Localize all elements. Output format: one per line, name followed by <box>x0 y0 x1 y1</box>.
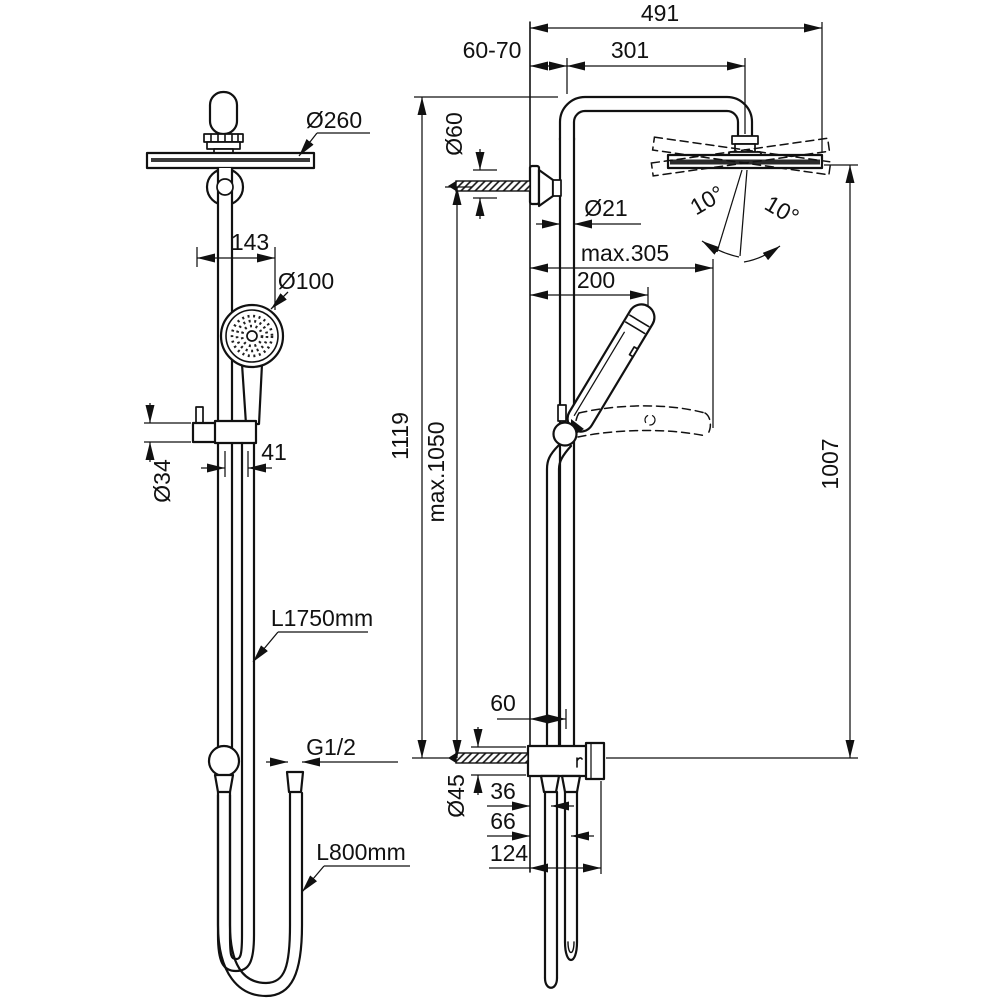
front-dimensions: Ø260 143 Ø100 Ø34 41 L1750mm G1/2 L800mm <box>144 107 410 893</box>
dim-G12: G1/2 <box>306 734 356 760</box>
knurl-ticks <box>210 133 239 143</box>
dim-124: 124 <box>490 840 529 866</box>
tilt-indicator <box>701 169 781 263</box>
side-hose-loop <box>563 790 579 962</box>
dim-66: 66 <box>490 808 516 834</box>
dim-60-70: 60-70 <box>463 37 522 63</box>
outlet-cone <box>213 773 235 794</box>
bracket-rosette <box>528 164 541 206</box>
hand-shower-dashed <box>574 405 712 438</box>
dim-1007: 1007 <box>817 438 843 489</box>
dim-60: 60 <box>490 690 516 716</box>
valve-fitting-1 <box>539 774 561 794</box>
nozzle-rings <box>230 314 274 358</box>
dim-dia100: Ø100 <box>278 268 334 294</box>
slider-pin <box>195 406 204 424</box>
valve-knob <box>584 741 606 781</box>
top-knob <box>208 90 239 136</box>
dim-dia60: Ø60 <box>441 112 467 155</box>
valve-fitting-2 <box>560 774 582 794</box>
hose-L1750 <box>216 441 256 973</box>
wall-screw-top <box>455 180 531 192</box>
g12-cone-fitting <box>285 770 305 794</box>
dim-10deg-left: 10° <box>685 180 728 220</box>
dim-dia45: Ø45 <box>443 774 469 817</box>
dim-1119: 1119 <box>387 412 413 460</box>
dim-143: 143 <box>231 229 269 255</box>
head-tilt-down <box>651 136 832 176</box>
plate-spray-band <box>151 158 310 162</box>
dim-max1050: max.1050 <box>423 421 449 522</box>
dim-max305: max.305 <box>581 240 669 266</box>
side-hose-down <box>545 443 573 748</box>
dim-L800: L800mm <box>316 839 405 865</box>
bracket-clamp <box>552 179 562 197</box>
outlet-ball <box>207 744 241 778</box>
holder-pin <box>557 404 567 422</box>
dim-dia260: Ø260 <box>306 107 362 133</box>
head-tilt-up <box>650 137 831 177</box>
dim-491: 491 <box>641 0 679 26</box>
slider-clamp <box>213 419 258 445</box>
riser-pipe-bend <box>558 95 754 142</box>
dim-dia21: Ø21 <box>584 195 627 221</box>
side-dimensions: 491 60-70 301 Ø60 Ø21 max.305 200 10° 10… <box>387 0 858 874</box>
bracket-cone <box>537 168 555 208</box>
dim-200: 200 <box>577 267 615 293</box>
dim-dia34: Ø34 <box>149 459 175 503</box>
screw-tip-top <box>448 181 456 191</box>
side-hose-long <box>543 790 559 989</box>
dim-10deg-right: 10° <box>760 190 803 230</box>
head-nut-upper <box>731 135 759 145</box>
dim-41: 41 <box>261 439 287 465</box>
dim-L1750: L1750mm <box>271 605 373 631</box>
valve-body <box>526 744 590 778</box>
dim-301: 301 <box>611 37 649 63</box>
hand-shower-handle <box>240 362 264 426</box>
knurled-nut <box>203 133 244 143</box>
pivot-inner <box>216 178 234 196</box>
wall-screw-bottom <box>455 752 529 764</box>
hand-shower-face-ring <box>225 309 279 363</box>
dim-36: 36 <box>490 778 516 804</box>
holder-pivot <box>552 421 578 447</box>
hose-L800 <box>216 790 304 998</box>
valve-mark <box>576 757 583 768</box>
front-view <box>145 90 316 998</box>
nut-lower <box>206 141 241 150</box>
